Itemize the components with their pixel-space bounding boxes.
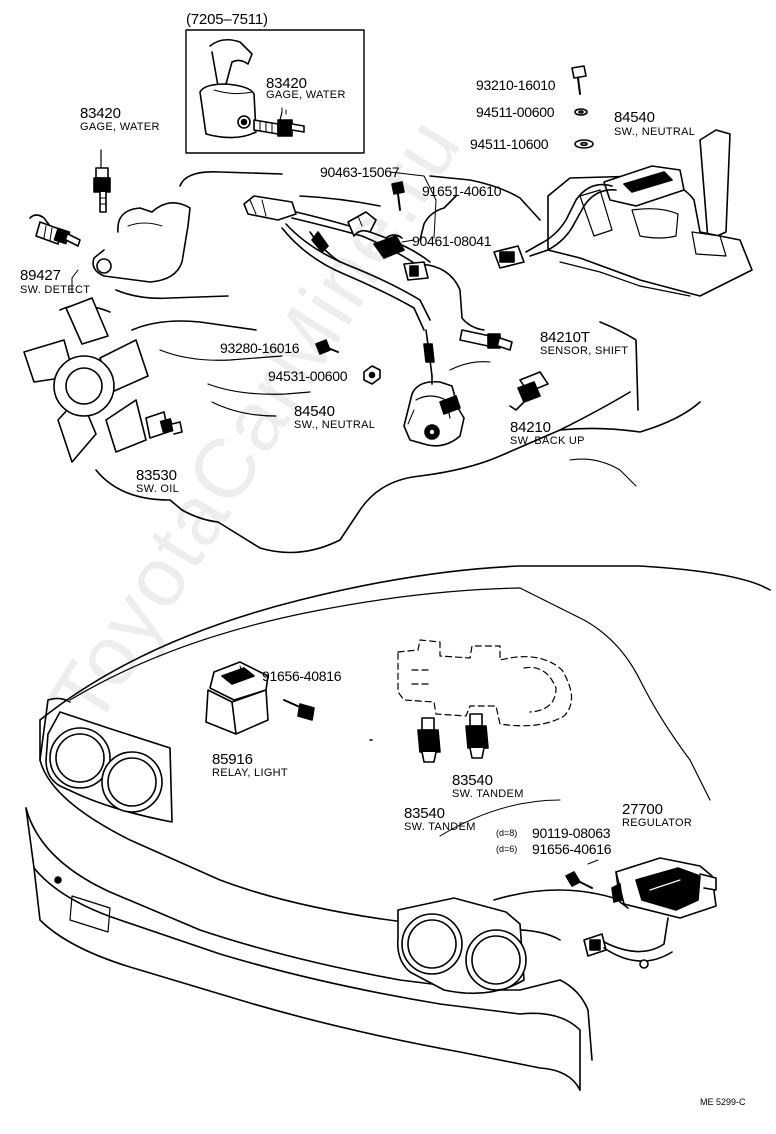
wire-clamp [373,234,405,259]
washer-94511-a [574,108,588,116]
bolt-91656-relay-label: 91656-40816 [262,668,342,684]
neutral-start-switch [403,375,465,447]
tandem-switch-right-name: SW. TANDEM [452,788,524,800]
washer-94511-b [574,139,594,149]
detect-switch-number: 89427 [20,267,61,284]
inset-water-gage-sensor [253,107,305,137]
cooling-fan [23,297,149,463]
backup-light-switch [509,371,549,411]
relay-number: 85916 [212,751,253,768]
neutral-switch-top-name: SW., NEUTRAL [614,126,696,138]
backup-switch-name: SW. BACK UP [510,435,585,447]
wire-clip [347,211,377,237]
neutral-switch-mid-number: 84540 [294,403,335,420]
relay-name: RELAY, LIGHT [212,767,288,779]
inset-range-label: (7205–7511) [186,11,268,28]
figure-code: ME 5299-C [700,1097,746,1107]
oil-switch-name: SW. OIL [136,483,180,495]
tandem-switch-right [465,713,489,759]
shifter-connector [493,245,525,269]
backup-switch-number: 84210 [510,419,551,436]
car-hood [39,565,771,901]
shift-lever-housing [547,129,753,297]
oil-pressure-switch [145,411,183,439]
washer-94511-a-label: 94511-00600 [476,104,555,120]
engine-block [59,170,701,554]
clip-90463-label: 90463-15067 [320,164,400,180]
regulator-connector [583,917,673,969]
voltage-regulator [611,857,717,919]
neutral-switch-shifter [525,165,685,257]
clamp-90461-label: 90461-08041 [412,233,492,249]
water-gage-sensor [93,149,111,213]
tandem-switch-left-name: SW. TANDEM [404,821,476,833]
bolt-93210-label: 93210-16010 [476,77,556,93]
bolt-regulator [565,871,593,889]
detect-switch [29,214,81,247]
leader-lines-lower [587,859,599,865]
inset-part-number: 83420 [266,75,307,92]
inset-water-gage-housing [199,38,257,139]
regulator-number: 27700 [622,801,663,818]
bolt-93280-label: 93280-16016 [220,340,300,356]
washer-94511-b-label: 94511-10600 [470,136,549,152]
regulator-name: REGULATOR [622,817,693,829]
gage-water-name: GAGE, WATER [80,121,160,133]
tandem-switch-right-number: 83540 [452,772,493,789]
tandem-switch-left-number: 83540 [404,805,445,822]
bolt-93280 [315,339,339,355]
gage-water-number: 83420 [80,105,121,122]
regulator-bolt-b-condition: (d=6) [496,844,518,854]
bolt-91651 [391,181,405,211]
shift-sensor [459,329,513,351]
leader-lines-upper [71,171,437,293]
oil-switch-number: 83530 [136,467,177,484]
detect-switch-name: SW. DETECT [20,284,91,296]
headlight-relay [205,661,269,735]
headlamps-right [396,897,527,995]
nut-94531-label: 94531-00600 [268,368,348,384]
bolt-91656-relay [283,699,315,721]
tandem-switch-left [417,717,441,763]
regulator-bolt-a-condition: (d=8) [496,828,518,838]
wiring-harness [243,195,485,377]
bumper-marker [54,876,111,933]
brake-master-cylinder [397,639,573,727]
bolt-93210 [571,65,587,95]
regulator-bolt-a-label: 90119-08063 [532,825,611,841]
nut-94531 [363,365,381,385]
shift-sensor-name: SENSOR, SHIFT [540,345,629,357]
inset-frame [185,29,365,154]
headlamps-left [45,711,173,823]
inset-part-name: GAGE, WATER [266,89,346,101]
regulator-bolt-b-label: 91656-40616 [532,841,612,857]
neutral-switch-mid-name: SW., NEUTRAL [294,419,376,431]
shift-sensor-number: 84210T [540,329,590,346]
neutral-switch-top-number: 84540 [614,109,655,126]
bolt-91651-label: 91651-40610 [422,183,502,199]
